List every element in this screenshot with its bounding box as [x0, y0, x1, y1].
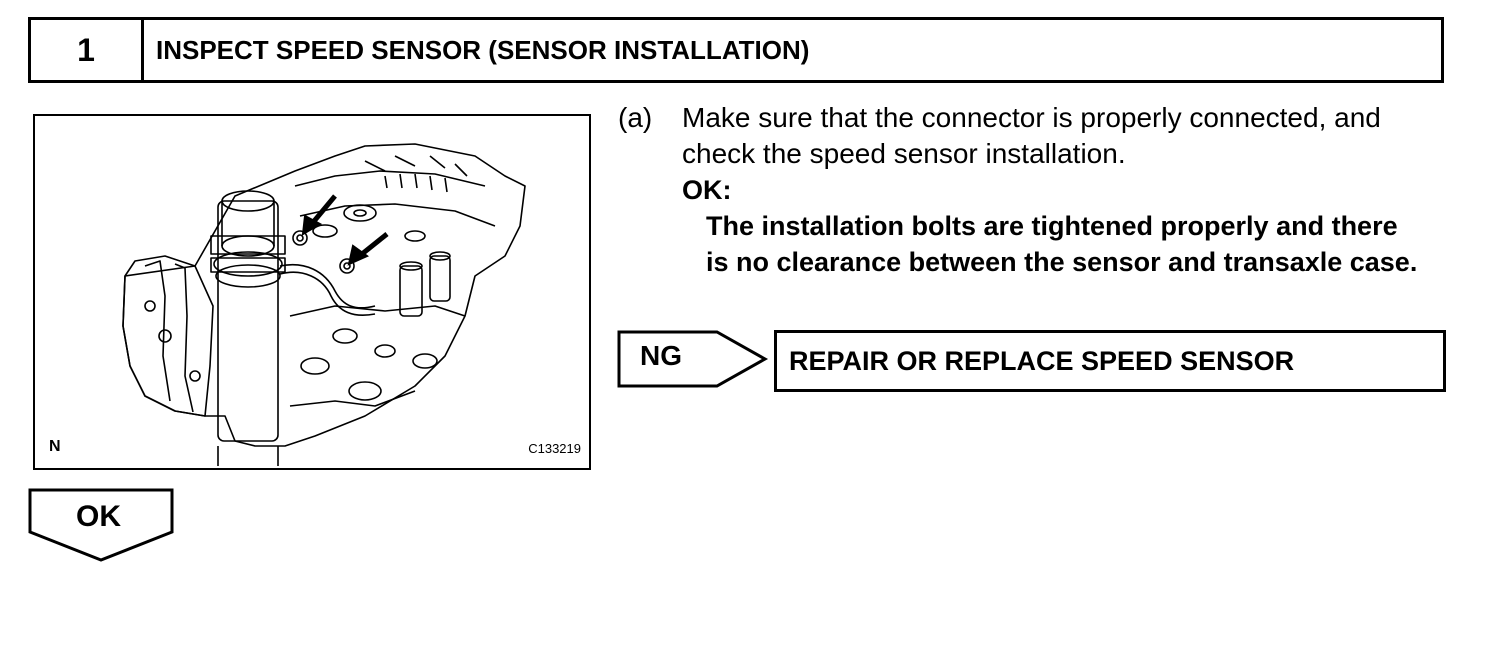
ok-next-label: OK — [76, 500, 121, 533]
ng-action-text: REPAIR OR REPLACE SPEED SENSOR — [789, 345, 1295, 376]
instruction-letter: (a) — [618, 102, 653, 133]
figure-corner-label: N — [49, 438, 61, 455]
instruction-block: (a) Make sure that the connector is prop… — [618, 100, 1458, 280]
valve-body-drawing — [122, 143, 526, 466]
step-number: 1 — [31, 20, 144, 80]
ng-label: NG — [640, 340, 682, 371]
ok-spec-label: OK: — [682, 175, 732, 205]
step-title: INSPECT SPEED SENSOR (SENSOR INSTALLATIO… — [156, 34, 810, 65]
ng-arrow-icon — [617, 330, 769, 388]
ok-arrow-icon — [28, 488, 174, 562]
ng-action-box: REPAIR OR REPLACE SPEED SENSOR — [774, 330, 1446, 392]
step-header: 1 INSPECT SPEED SENSOR (SENSOR INSTALLAT… — [28, 17, 1444, 83]
speed-sensor-illustration: N C133219 — [33, 114, 591, 470]
instruction-text: Make sure that the connector is properly… — [682, 102, 1381, 169]
ok-spec-detail: The installation bolts are tightened pro… — [706, 211, 1418, 277]
figure-code: C133219 — [528, 441, 581, 456]
